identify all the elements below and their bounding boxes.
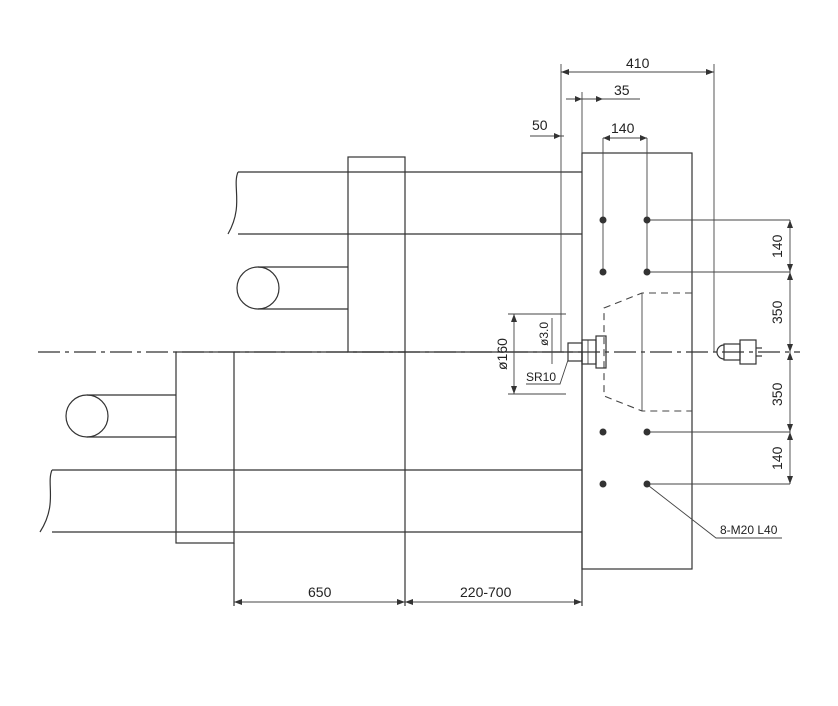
dim-140-pitch: 140	[611, 120, 635, 136]
lower-tie-bar	[39, 469, 582, 533]
upper-guide-rod	[236, 266, 348, 310]
dim-410: 410	[626, 55, 650, 71]
upper-tie-bar	[227, 171, 582, 235]
dim-sr10: SR10	[526, 370, 556, 384]
bolt-hole	[643, 428, 651, 436]
upper-carriage-block	[347, 156, 406, 353]
bolt-hole	[643, 216, 651, 224]
bolt-hole	[643, 268, 651, 276]
lower-guide-rod	[65, 394, 176, 438]
bolt-hole	[599, 428, 607, 436]
ejector-stud	[716, 339, 762, 365]
right-dimensions: 140 350 350 140	[769, 220, 793, 484]
lower-carriage-block	[175, 351, 235, 544]
dim-dia-160: ø160	[494, 338, 510, 370]
bolt-hole	[599, 216, 607, 224]
dim-650: 650	[308, 584, 332, 600]
dim-140-lower: 140	[769, 446, 785, 470]
dim-50: 50	[532, 117, 548, 133]
bolt-hole-pattern	[599, 138, 790, 488]
bolt-callout-label: 8-M20 L40	[720, 523, 778, 537]
dim-35: 35	[614, 82, 630, 98]
dim-dia-3: ø3.0	[537, 322, 551, 346]
bottom-dimensions: 650 220-700	[234, 584, 582, 605]
bolt-callout: 8-M20 L40	[648, 485, 782, 539]
bolt-hole	[643, 480, 651, 488]
locating-ring-outline	[603, 292, 692, 412]
top-dimensions: 410 35 50 140	[530, 55, 715, 352]
dim-140-upper: 140	[769, 234, 785, 258]
dim-220-700: 220-700	[460, 584, 512, 600]
dim-350-upper: 350	[769, 300, 785, 324]
body-outline	[233, 351, 583, 606]
nozzle-dimensions: ø160 ø3.0 SR10	[494, 313, 569, 395]
bolt-hole	[599, 268, 607, 276]
bolt-hole	[599, 480, 607, 488]
dim-350-lower: 350	[769, 382, 785, 406]
nozzle-assembly	[567, 335, 607, 369]
